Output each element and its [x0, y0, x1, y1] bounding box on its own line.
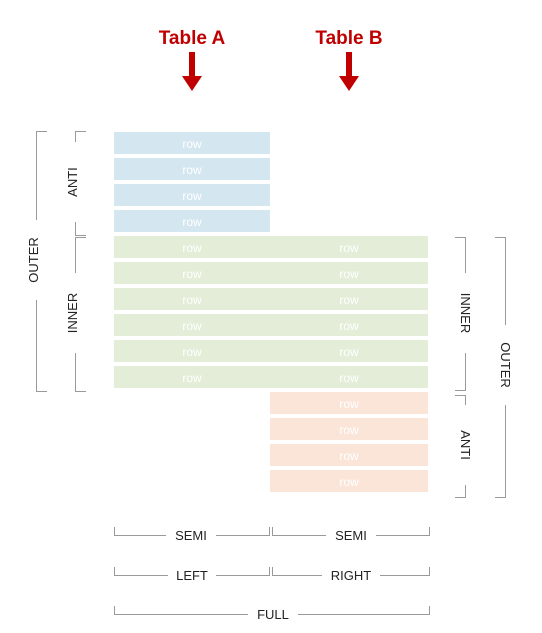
table-b-anti-row: row	[270, 444, 428, 468]
right-anti-label: ANTI	[456, 405, 474, 485]
semi-left-label: SEMI	[166, 527, 216, 545]
table-b-inner-row: row	[270, 314, 428, 338]
table-a-anti-row: row	[114, 184, 270, 208]
semi-right-label: SEMI	[326, 527, 376, 545]
right-inner-label: INNER	[456, 273, 474, 353]
table-a-inner-row: row	[114, 366, 270, 390]
table-b-anti-row: row	[270, 418, 428, 442]
table-b-inner-row: row	[270, 366, 428, 390]
left-inner-label: INNER	[64, 273, 82, 353]
table-b-arrow-icon	[339, 52, 359, 91]
right-outer-label: OUTER	[496, 325, 514, 405]
table-a-arrow-icon	[182, 52, 202, 91]
table-a-header: Table A	[158, 28, 226, 49]
table-a-inner-row: row	[114, 236, 270, 260]
left-join-label: LEFT	[168, 567, 216, 585]
table-b-anti-row: row	[270, 392, 428, 416]
table-b-header: Table B	[315, 28, 383, 49]
table-b-anti-row: row	[270, 470, 428, 494]
table-a-anti-row: row	[114, 158, 270, 182]
table-b-inner-row: row	[270, 236, 428, 260]
table-a-inner-row: row	[114, 314, 270, 338]
right-join-label: RIGHT	[322, 567, 380, 585]
left-anti-label: ANTI	[64, 142, 82, 222]
table-a-inner-row: row	[114, 288, 270, 312]
left-outer-label: OUTER	[25, 220, 43, 300]
table-b-inner-row: row	[270, 288, 428, 312]
full-join-label: FULL	[248, 606, 298, 624]
table-a-inner-row: row	[114, 340, 270, 364]
table-b-inner-row: row	[270, 340, 428, 364]
table-a-inner-row: row	[114, 262, 270, 286]
table-a-anti-row: row	[114, 132, 270, 156]
table-a-anti-row: row	[114, 210, 270, 234]
table-b-inner-row: row	[270, 262, 428, 286]
